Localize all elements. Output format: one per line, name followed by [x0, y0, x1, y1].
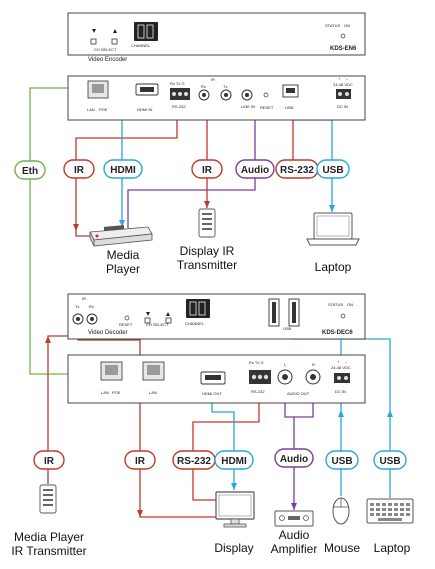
hdmi-bottom-tag-text: HDMI [221, 456, 247, 467]
rs232-top-tag-text: RS-232 [280, 165, 314, 176]
dec-rear-poe-label: POE [112, 390, 121, 395]
enc-power-label: 24-48 VDC [333, 82, 353, 87]
enc-poe-label: POE [99, 107, 108, 112]
display-ir-transmitter-caption: Display IR Transmitter [176, 244, 238, 272]
usb-bottom-1-tag-text: USB [331, 456, 352, 467]
enc-rx-label: Rx [201, 84, 206, 89]
ir-bottom-left-tag-text: IR [44, 456, 55, 467]
enc-reset-label: RESET [260, 105, 274, 110]
enc-tx-label: Tx [223, 84, 227, 89]
enc-ch-select-label: CH SELECT [94, 47, 117, 52]
dec-on-label: ON [347, 302, 353, 307]
dec-rear-minus-label: – [345, 359, 348, 364]
usb-cable-decoder-1 [273, 327, 342, 496]
dec-model-id: KDS-DEC6 [322, 330, 353, 336]
encoder-front-panel: CH SELECT CHANNEL Video Encoder KDS-EN6 … [67, 12, 366, 63]
audio-cable-media-player [127, 100, 256, 228]
enc-usb-label: USB [285, 105, 294, 110]
ir-top-mid-tag-text: IR [202, 165, 213, 176]
enc-line-in-label: LINE IN [241, 104, 255, 109]
audio-bottom-tag [274, 448, 314, 468]
enc-rs232-pins: Rx Tx G [170, 81, 185, 86]
mouse-caption: Mouse [323, 541, 361, 555]
decoder-front-panel: IR Tx Rx RESET CH SELECT CHANNEL USB Vid… [67, 293, 366, 340]
usb-bottom-2-tag-text: USB [379, 456, 400, 467]
mouse-icon [332, 497, 350, 525]
dec-rear-rs232-label: RS-232 [251, 389, 265, 394]
enc-ir-label: IR [211, 77, 215, 82]
hdmi-top-tag-text: HDMI [110, 165, 136, 176]
dec-model-text: Video Decoder [88, 330, 128, 336]
usb-bottom-1-tag [325, 450, 359, 470]
audio-amplifier-caption: Audio Amplifier [270, 528, 318, 556]
audio-top-tag-text: Audio [241, 165, 269, 176]
enc-on-label: ON [344, 23, 350, 28]
rs232-bottom-tag-text: RS-232 [177, 456, 211, 467]
dec-rear-lan2-label: LAN [149, 390, 157, 395]
display-monitor-icon [215, 491, 255, 528]
dec-rear-lan-label: LAN [101, 390, 109, 395]
eth-tag-text: Eth [22, 166, 38, 177]
usb-top-tag [316, 159, 350, 179]
enc-dc-in-label: DC IN [337, 104, 348, 109]
ir-top-left-tag [63, 159, 95, 179]
display-caption: Display [214, 541, 254, 555]
audio-top-tag [235, 159, 275, 179]
media-player-ir-transmitter-icon [39, 484, 57, 514]
ir-top-mid-tag [191, 159, 223, 179]
enc-plus-label: + [338, 76, 341, 81]
usb-bottom-2-tag [373, 450, 407, 470]
dec-ir-label: IR [82, 296, 86, 301]
enc-model-text: Video Encoder [88, 57, 127, 63]
ir-bottom-mid-tag-text: IR [135, 456, 146, 467]
enc-model-id: KDS-EN6 [330, 46, 357, 52]
enc-hdmi-in-label: HDMI IN [137, 107, 152, 112]
decoder-rear-panel: LAN POE LAN HDMI OUT Rx Tx G RS-232 L R … [67, 354, 366, 404]
dec-channel-label: CHANNEL [185, 321, 205, 326]
dec-hdmi-out-label: HDMI OUT [202, 391, 222, 396]
enc-channel-label: CHANNEL [131, 43, 151, 48]
dec-usb-label: USB [283, 326, 292, 331]
dec-l-label: L [284, 362, 287, 367]
dec-audio-out-label: AUDIO OUT [287, 391, 310, 396]
audio-amplifier-icon [274, 510, 314, 527]
laptop-top-caption: Laptop [314, 260, 352, 274]
dec-status-label: STATUS [328, 302, 344, 307]
audio-bottom-tag-text: Audio [280, 454, 308, 465]
display-ir-transmitter-icon [198, 208, 216, 238]
enc-lan-label: LAN [87, 107, 95, 112]
usb-top-tag-text: USB [322, 165, 343, 176]
dec-reset-label: RESET [119, 322, 133, 327]
dec-rear-dc-in-label: DC IN [335, 389, 346, 394]
dec-r-label: R [312, 362, 315, 367]
dec-rear-rs232-pins: Rx Tx G [249, 360, 264, 365]
dec-rx-label: Rx [89, 304, 94, 309]
dec-tx-label: Tx [75, 304, 79, 309]
dec-rear-plus-label: + [337, 359, 340, 364]
media-player-ir-transmitter-caption: Media Player IR Transmitter [11, 530, 87, 558]
hdmi-cable-display [211, 390, 235, 490]
ir-bottom-mid-tag [124, 450, 156, 470]
eth-cable [29, 87, 101, 375]
dec-rear-power-label: 24-48 VDC [331, 365, 351, 370]
eth-tag [14, 160, 46, 180]
rs232-cable-bottom [192, 390, 260, 501]
ir-top-left-tag-text: IR [74, 165, 85, 176]
media-player-icon [89, 225, 153, 247]
ir-cable-media-player [75, 100, 178, 237]
laptop-top-icon [306, 212, 360, 246]
ir-bottom-left-tag [33, 450, 65, 470]
hdmi-top-tag [103, 159, 143, 179]
media-player-caption: Media Player [105, 248, 140, 276]
enc-status-label: STATUS [325, 23, 341, 28]
enc-minus-label: – [346, 76, 349, 81]
hdmi-bottom-tag [214, 450, 254, 470]
dec-ch-select-label: CH SELECT [146, 322, 169, 327]
enc-rs232-label: RS-232 [172, 104, 186, 109]
encoder-rear-panel: LAN POE HDMI IN Rx Tx G RS-232 IR Rx Tx … [67, 75, 366, 121]
laptop-keyboard-icon [366, 498, 414, 524]
laptop-bottom-caption: Laptop [373, 541, 411, 555]
